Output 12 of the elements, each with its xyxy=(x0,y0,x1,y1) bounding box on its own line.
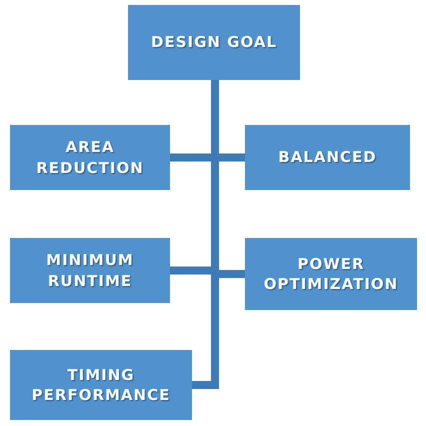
process-box xyxy=(245,238,417,310)
box-label: POWER OPTIMIZATION xyxy=(262,254,400,294)
process-box xyxy=(10,350,192,420)
process-box xyxy=(10,238,170,303)
box-label: DESIGN GOAL xyxy=(151,32,277,53)
box-label: MINIMUM RUNTIME xyxy=(45,250,135,291)
process-box xyxy=(128,5,300,80)
process-box xyxy=(245,125,410,190)
process-box xyxy=(10,125,170,190)
box-label: BALANCED xyxy=(278,147,377,168)
box-label: TIMING PERFORMANCE xyxy=(30,364,172,406)
box-label: AREA REDUCTION xyxy=(35,137,145,178)
